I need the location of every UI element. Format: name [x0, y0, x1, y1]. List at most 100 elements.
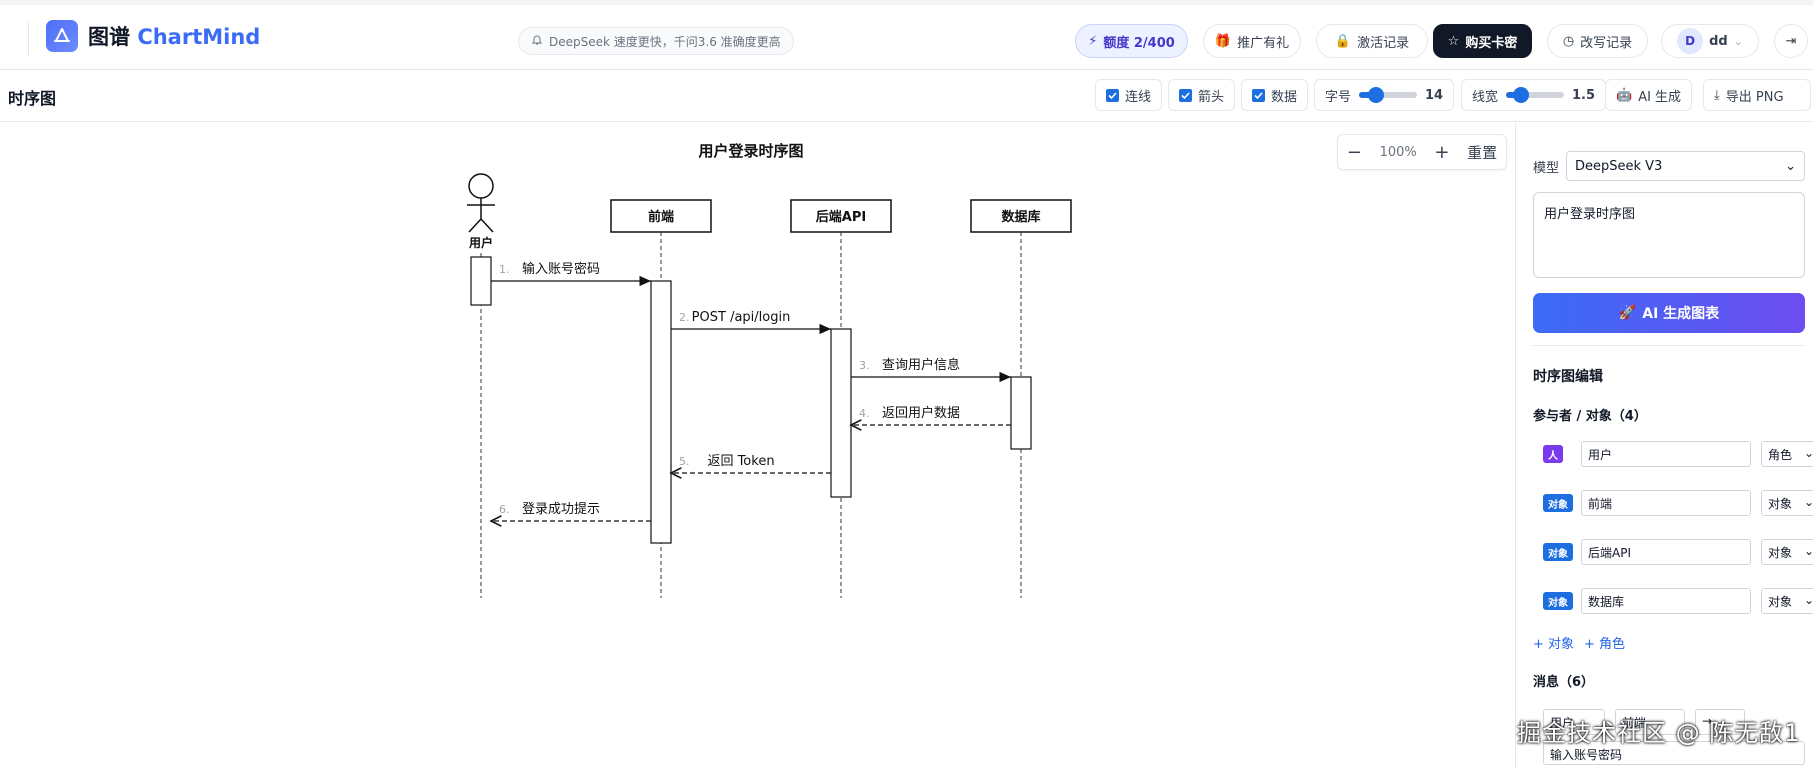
participant-row: 人 用户 角色⌄	[1533, 435, 1813, 479]
chevron-down-icon: ⌄	[1803, 446, 1813, 460]
zoom-in-button[interactable]: +	[1434, 141, 1450, 163]
chevron-down-icon: ⌄	[1803, 593, 1813, 607]
notice-banner: DeepSeek 速度更快，千问3.6 准确度更高	[518, 27, 794, 55]
participant-label: 后端API	[816, 209, 866, 225]
lock-icon: 🔒	[1334, 33, 1352, 49]
header-divider	[28, 21, 29, 57]
font-size-slider[interactable]	[1359, 87, 1418, 103]
add-actor-link[interactable]: + 角色	[1584, 637, 1626, 652]
message-from-select[interactable]: 用户	[1543, 709, 1605, 735]
activation-bar	[1010, 376, 1032, 450]
editor-panel: 模型 DeepSeek V3⌄ 用户登录时序图 🚀AI 生成图表 时序图编辑 参…	[1515, 123, 1813, 769]
notice-text: DeepSeek 速度更快，千问3.6 准确度更高	[549, 34, 781, 49]
object-badge: 对象	[1543, 543, 1573, 561]
toggle-lines[interactable]: 连线	[1095, 79, 1163, 111]
logout-button[interactable]: ⇥	[1774, 24, 1808, 58]
toolbar: 时序图 连线 箭头 数据 字号 14 线宽 1.5 🤖AI 生成 ⤓导出 PNG	[0, 70, 1813, 122]
message-to-select[interactable]: 前端	[1615, 709, 1685, 735]
zoom-reset-button[interactable]: 重置	[1467, 143, 1498, 162]
line-width-value: 1.5	[1572, 87, 1596, 103]
logo-icon	[46, 20, 78, 52]
promo-button[interactable]: 🎁推广有礼	[1203, 24, 1301, 58]
message-type-select[interactable]: →	[1695, 709, 1745, 735]
message-number: 5.	[679, 455, 690, 468]
download-icon: ⤓	[1714, 87, 1720, 103]
line-width-control: 线宽 1.5	[1461, 79, 1607, 111]
panel-divider	[1533, 345, 1805, 346]
checkbox-checked-icon	[1252, 88, 1265, 102]
participant-row: 对象 前端 对象⌄	[1533, 484, 1813, 528]
participant-box	[610, 199, 712, 233]
export-png-button[interactable]: ⤓导出 PNG	[1703, 79, 1811, 111]
bolt-icon: ⚡	[1088, 33, 1098, 49]
message-number: 2.	[679, 311, 690, 324]
diagram-title: 用户登录时序图	[698, 142, 803, 160]
chevron-down-icon: ⌄	[1803, 544, 1813, 558]
participant-type-select[interactable]: 对象⌄	[1761, 490, 1813, 516]
participant-box	[970, 199, 1072, 233]
top-header: 图谱 ChartMind DeepSeek 速度更快，千问3.6 准确度更高 ⚡…	[0, 0, 1813, 70]
toggle-data[interactable]: 数据	[1241, 79, 1309, 111]
message-label: 返回 Token	[707, 454, 774, 469]
participant-type-select[interactable]: 对象⌄	[1761, 588, 1813, 614]
participant-type-select[interactable]: 角色⌄	[1761, 441, 1813, 467]
watermark: 掘金技术社区 @ 陈无敌1	[1517, 719, 1801, 747]
activation-bar	[470, 256, 492, 306]
checkbox-checked-icon	[1179, 88, 1192, 102]
star-icon: ☆	[1447, 33, 1460, 49]
gift-icon: 🎁	[1214, 33, 1232, 49]
robot-icon: 🤖	[1616, 87, 1633, 103]
message-label: POST /api/login	[692, 310, 791, 325]
ai-generate-chart-button[interactable]: 🚀AI 生成图表	[1533, 293, 1805, 333]
participant-row: 对象 后端API 对象⌄	[1533, 533, 1813, 577]
line-width-slider[interactable]	[1506, 87, 1565, 103]
rocket-icon: 🚀	[1618, 305, 1637, 321]
activation-records-button[interactable]: 🔒激活记录	[1316, 24, 1428, 58]
participants-title: 参与者 / 对象（4）	[1533, 409, 1647, 424]
user-menu[interactable]: D dd ⌄	[1661, 24, 1759, 58]
model-label: 模型	[1533, 161, 1560, 176]
message-number: 3.	[859, 359, 870, 372]
editor-title: 时序图编辑	[1533, 369, 1603, 385]
model-select[interactable]: DeepSeek V3⌄	[1566, 151, 1805, 181]
page-title: 时序图	[8, 89, 57, 108]
message-label: 查询用户信息	[882, 357, 960, 373]
message-number: 4.	[859, 407, 870, 420]
quota-button[interactable]: ⚡额度 2/400	[1075, 24, 1188, 58]
add-participant-links: + 对象 + 角色	[1533, 633, 1625, 652]
participant-type-select[interactable]: 对象⌄	[1761, 539, 1813, 565]
add-object-link[interactable]: + 对象	[1533, 637, 1575, 652]
participant-name-input[interactable]: 用户	[1581, 441, 1751, 467]
actor-leg	[480, 218, 494, 233]
message-number: 6.	[499, 503, 510, 516]
message-number: 1.	[499, 263, 510, 276]
message-label: 返回用户数据	[882, 405, 960, 421]
checkbox-checked-icon	[1106, 88, 1119, 102]
font-size-control: 字号 14	[1314, 79, 1455, 111]
participant-name-input[interactable]: 数据库	[1581, 588, 1751, 614]
participant-name-input[interactable]: 后端API	[1581, 539, 1751, 565]
clock-icon: ◷	[1562, 33, 1575, 49]
participant-label: 用户	[468, 235, 493, 250]
buy-card-button[interactable]: ☆购买卡密	[1433, 24, 1532, 58]
participant-row: 对象 数据库 对象⌄	[1533, 582, 1813, 626]
object-badge: 对象	[1543, 494, 1573, 512]
toggle-arrows[interactable]: 箭头	[1168, 79, 1236, 111]
logout-icon: ⇥	[1785, 33, 1797, 49]
zoom-out-button[interactable]: −	[1346, 141, 1362, 163]
messages-title: 消息（6）	[1533, 675, 1595, 690]
app-logo[interactable]: 图谱 ChartMind	[46, 20, 260, 52]
message-text-input[interactable]: 输入账号密码	[1543, 741, 1805, 765]
participant-label: 前端	[648, 209, 674, 225]
font-size-value: 14	[1425, 87, 1444, 103]
prompt-textarea[interactable]: 用户登录时序图	[1533, 192, 1805, 278]
chevron-down-icon: ⌄	[1733, 34, 1743, 48]
zoom-level: 100%	[1379, 144, 1417, 160]
avatar: D	[1677, 28, 1704, 54]
rewrite-records-button[interactable]: ◷改写记录	[1547, 24, 1648, 58]
actor-badge: 人	[1543, 445, 1563, 463]
ai-generate-tool-button[interactable]: 🤖AI 生成	[1605, 79, 1693, 111]
participant-name-input[interactable]: 前端	[1581, 490, 1751, 516]
